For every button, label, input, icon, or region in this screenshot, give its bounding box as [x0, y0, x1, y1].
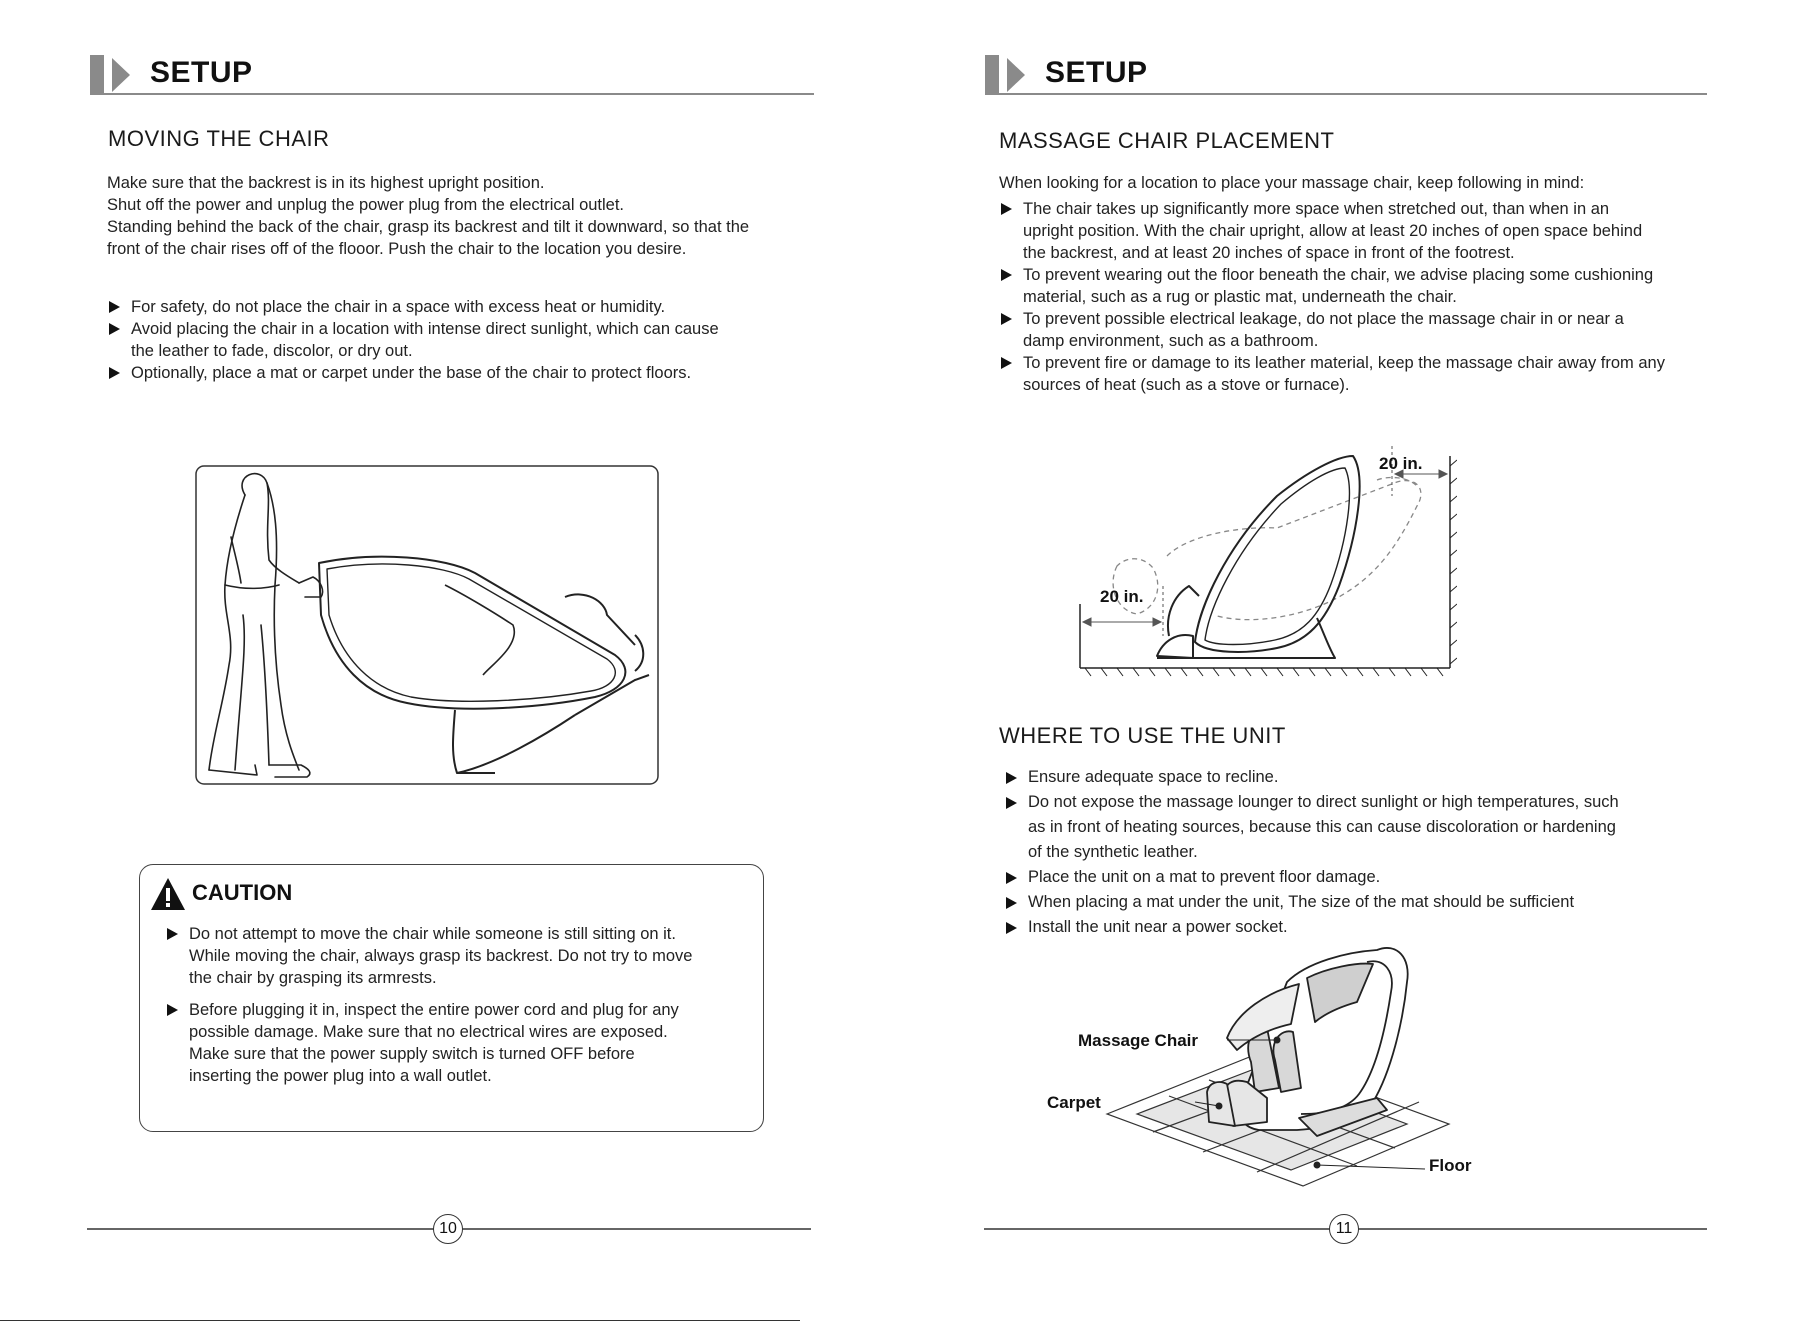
moving-chair-title: MOVING THE CHAIR — [108, 126, 330, 151]
list-item: To prevent wearing out the floor beneath… — [999, 264, 1699, 308]
bullet-arrow-icon — [1006, 797, 1017, 809]
warning-icon — [151, 878, 185, 910]
bullet-arrow-icon — [1001, 269, 1012, 281]
bullet-arrow-icon — [1006, 922, 1017, 934]
header-bar-icon — [90, 55, 104, 93]
where-to-use-title: WHERE TO USE THE UNIT — [999, 723, 1286, 748]
bullet-arrow-icon — [109, 367, 120, 379]
upright-chair-outline — [1156, 455, 1361, 659]
moving-chair-intro: Make sure that the backrest is in its hi… — [107, 172, 749, 260]
caution-box: CAUTION Do not attempt to move the chair… — [139, 864, 764, 1132]
placement-title: MASSAGE CHAIR PLACEMENT — [999, 128, 1335, 153]
person-figure — [208, 472, 324, 778]
bullet-arrow-icon — [167, 1004, 178, 1016]
header-rule — [90, 93, 814, 95]
header-rule — [985, 93, 1707, 95]
clearance-diagram-svg — [1079, 446, 1457, 677]
bullet-arrow-icon — [1001, 357, 1012, 369]
header-bar-icon — [985, 55, 999, 93]
header-arrow-icon — [112, 58, 130, 92]
bullet-arrow-icon — [1006, 897, 1017, 909]
caution-bullets: Do not attempt to move the chair while s… — [165, 923, 755, 1087]
leader-lines — [1194, 1036, 1426, 1170]
page-number-11: 11 — [1329, 1214, 1359, 1244]
chair-on-carpet-svg — [1105, 947, 1451, 1187]
massage-chair-label: Massage Chair — [1078, 1031, 1198, 1050]
list-item: Install the unit near a power socket. — [1004, 915, 1684, 940]
placement-bullets: The chair takes up significantly more sp… — [999, 198, 1699, 396]
right-section-header: SETUP — [985, 54, 1707, 95]
list-item: The chair takes up significantly more sp… — [999, 198, 1699, 264]
list-item: For safety, do not place the chair in a … — [107, 296, 827, 318]
list-item: Do not attempt to move the chair while s… — [165, 923, 755, 989]
intro-line: Shut off the power and unplug the power … — [107, 196, 625, 214]
bullet-arrow-icon — [1006, 872, 1017, 884]
list-item: Before plugging it in, inspect the entir… — [165, 999, 755, 1087]
placement-intro: When looking for a location to place you… — [999, 174, 1585, 192]
massage-chair-drawing — [1206, 947, 1409, 1137]
left-page: SETUP MOVING THE CHAIR Make sure that th… — [0, 54, 827, 1321]
right-page: SETUP MASSAGE CHAIR PLACEMENT When looki… — [897, 0, 1794, 1323]
bullet-arrow-icon — [109, 323, 120, 335]
wall-hatch — [1449, 459, 1457, 665]
list-item: Place the unit on a mat to prevent floor… — [1004, 865, 1684, 890]
bullet-arrow-icon — [109, 301, 120, 313]
intro-line: Make sure that the backrest is in its hi… — [107, 174, 545, 192]
list-item: Do not expose the massage lounger to dir… — [1004, 790, 1684, 865]
page-number-10: 10 — [433, 1214, 463, 1244]
header-arrow-icon — [1007, 58, 1025, 92]
clearance-diagram: 20 in. 20 in. — [1077, 436, 1457, 680]
intro-line: Standing behind the back of the chair, g… — [107, 218, 750, 236]
floor-label: Floor — [1429, 1156, 1472, 1175]
left-header-title: SETUP — [150, 56, 253, 89]
dimension-lines — [1081, 446, 1449, 636]
floor-hatch — [1084, 667, 1444, 677]
carpet-label: Carpet — [1047, 1093, 1101, 1112]
right-header-title: SETUP — [1045, 56, 1148, 89]
reclined-chair-outline — [1112, 476, 1422, 621]
moving-chair-bullets: For safety, do not place the chair in a … — [107, 296, 827, 384]
moving-chair-illustration — [195, 465, 659, 785]
where-to-use-bullets: Ensure adequate space to recline. Do not… — [1004, 765, 1684, 940]
list-item: Ensure adequate space to recline. — [1004, 765, 1684, 790]
chair-figure — [318, 555, 650, 774]
list-item: Optionally, place a mat or carpet under … — [107, 362, 827, 384]
intro-line: front of the chair rises off of the floo… — [107, 240, 687, 258]
bullet-arrow-icon — [1001, 313, 1012, 325]
left-section-header: SETUP — [90, 54, 814, 95]
bullet-arrow-icon — [167, 928, 178, 940]
back-clearance-label: 20 in. — [1379, 454, 1423, 473]
bullet-arrow-icon — [1006, 772, 1017, 784]
chair-on-carpet-diagram: Massage Chair Carpet Floor — [1047, 942, 1477, 1192]
crop-line — [0, 1320, 800, 1321]
list-item: To prevent fire or damage to its leather… — [999, 352, 1699, 396]
caution-label: CAUTION — [192, 880, 293, 905]
list-item: When placing a mat under the unit, The s… — [1004, 890, 1684, 915]
front-clearance-label: 20 in. — [1100, 587, 1144, 606]
bullet-arrow-icon — [1001, 203, 1012, 215]
list-item: Avoid placing the chair in a location wi… — [107, 318, 827, 362]
list-item: To prevent possible electrical leakage, … — [999, 308, 1699, 352]
